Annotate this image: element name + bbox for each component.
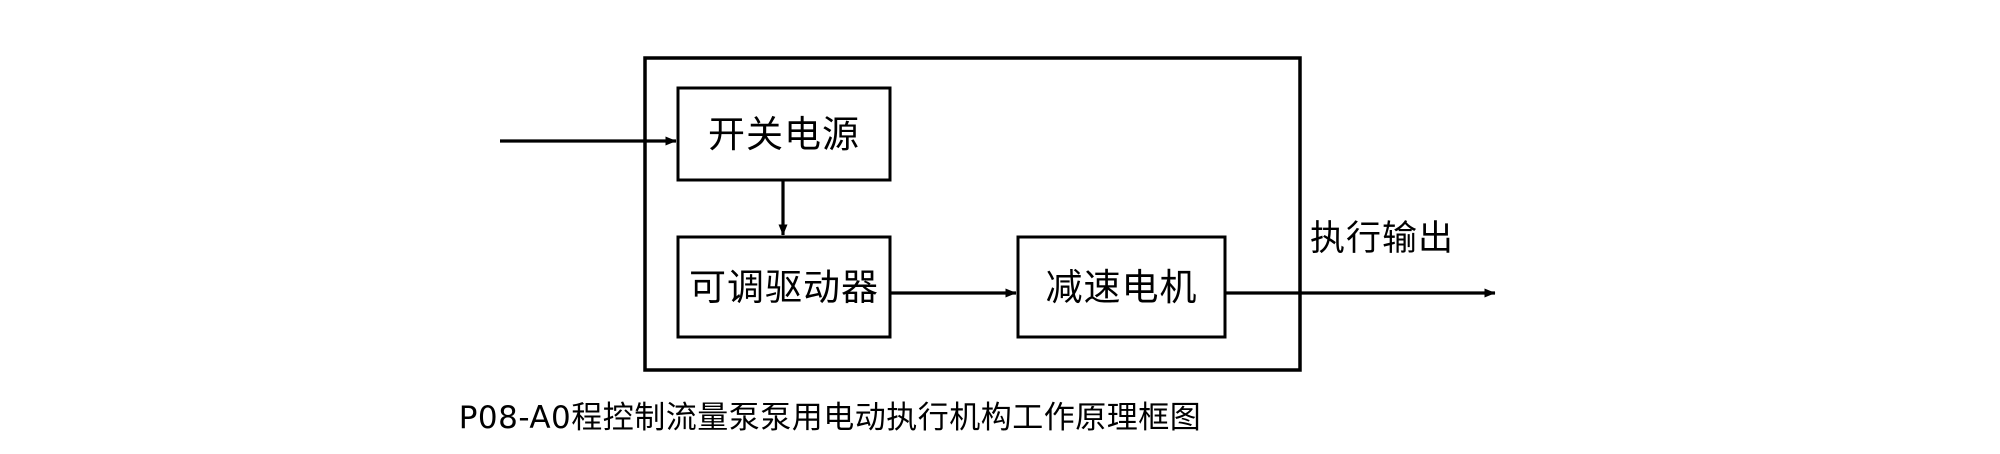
diagram-caption: P08-A0程控制流量泵泵用电动执行机构工作原理框图 [458,400,1202,436]
block-rect-drv[interactable] [676,235,892,339]
block-rect-motor[interactable] [1016,235,1227,339]
output-annotation-label: 执行输出 [1310,219,1455,259]
block-rect-psu[interactable] [676,86,892,182]
enclosure-rect [643,56,1302,372]
